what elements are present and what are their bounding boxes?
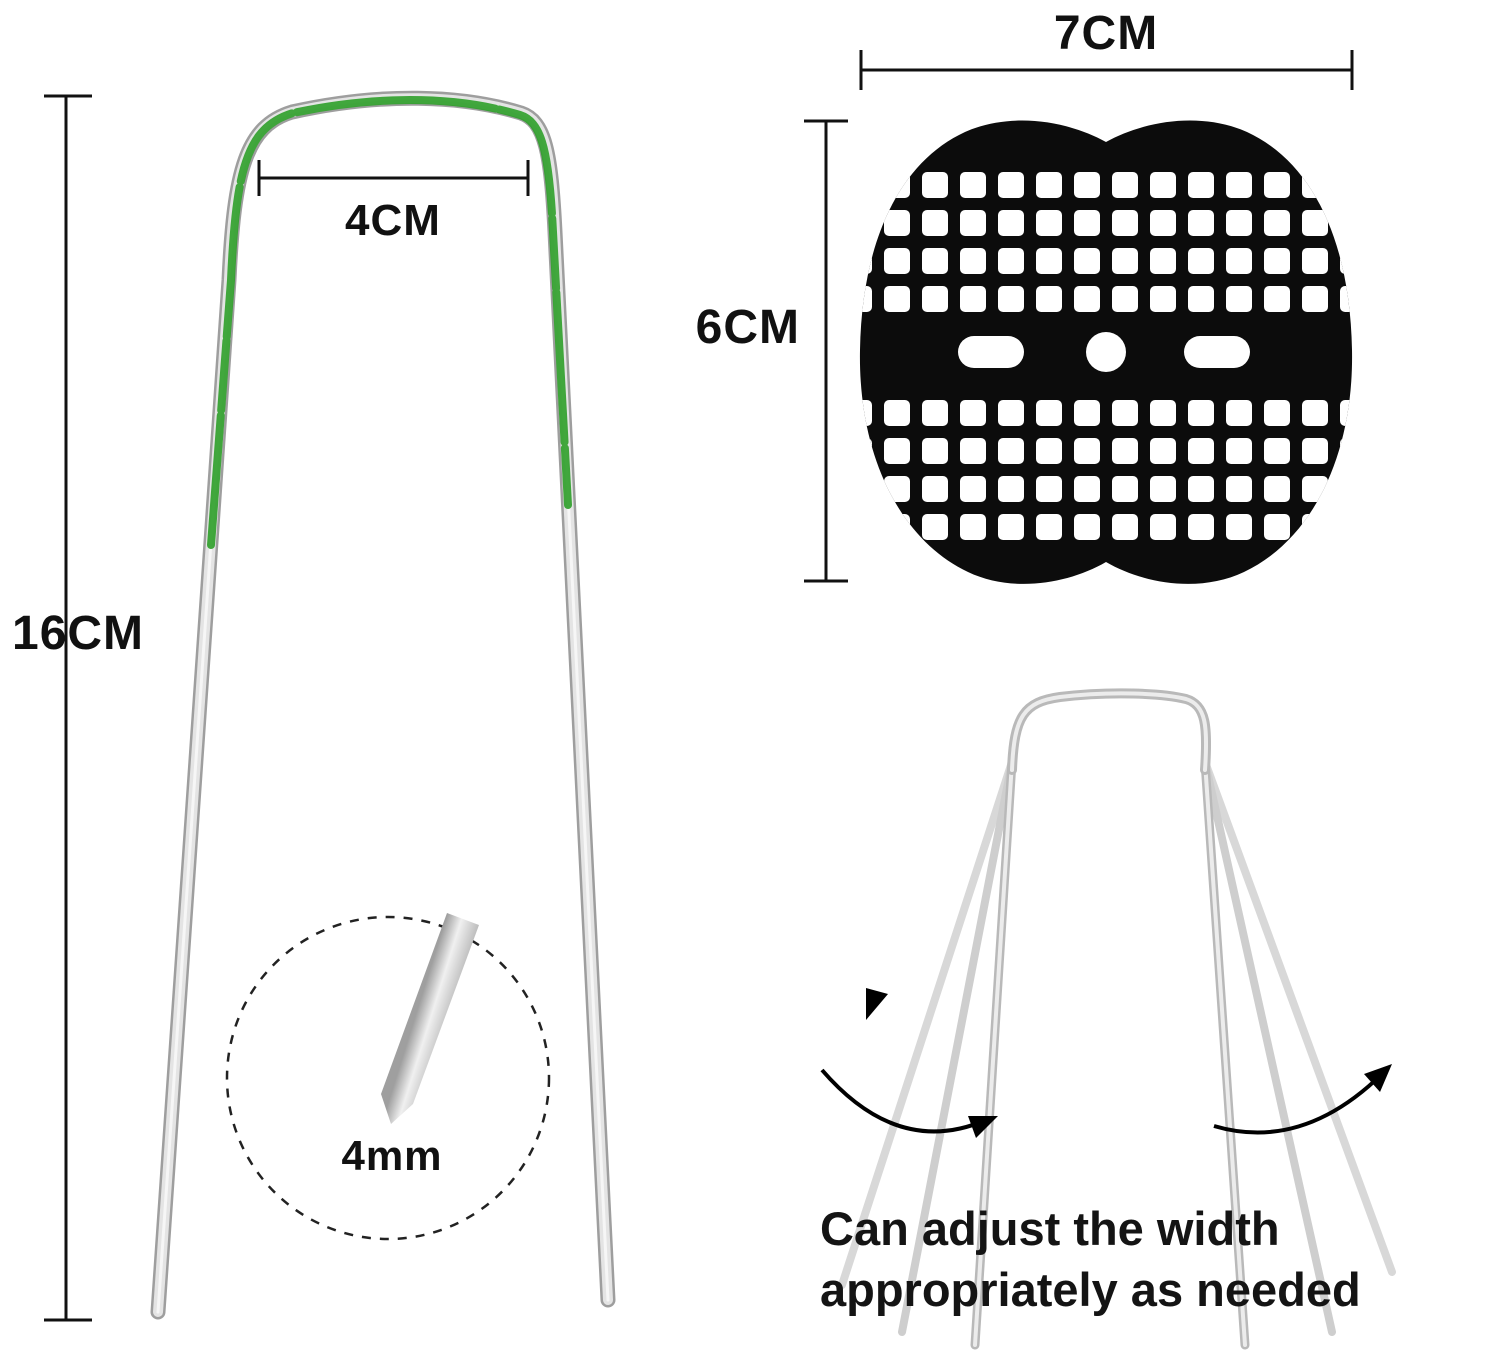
dimension-16cm bbox=[44, 94, 92, 1322]
adjust-arrows bbox=[820, 988, 1392, 1138]
arrow-arc-right bbox=[1213, 1072, 1384, 1135]
arrowhead-left-leg bbox=[866, 988, 888, 1020]
arrowhead-arc-right bbox=[1364, 1064, 1392, 1092]
arrow-arc-left bbox=[820, 1068, 987, 1134]
adjustable-staple bbox=[838, 688, 1396, 1350]
washer-disc bbox=[859, 120, 1353, 584]
adjust-caption-line1: Can adjust the width bbox=[820, 1202, 1280, 1255]
adjust-caption-line2: appropriately as needed bbox=[820, 1263, 1361, 1317]
washer-slot-left bbox=[958, 336, 1024, 368]
staple-top-width-label: 4CM bbox=[345, 196, 441, 245]
washer-width-label: 7CM bbox=[1053, 7, 1159, 60]
garden-staple-front bbox=[150, 90, 616, 1320]
dimension-4cm bbox=[257, 160, 530, 196]
staple-height-label: 16CM bbox=[12, 607, 145, 660]
wire-diameter-label: 4mm bbox=[341, 1132, 443, 1179]
dimension-6cm bbox=[804, 119, 848, 583]
washer-slot-right bbox=[1184, 336, 1250, 368]
washer-perforations-upper bbox=[859, 172, 1353, 312]
adjust-caption: Can adjust the width appropriately as ne… bbox=[820, 1198, 1361, 1320]
washer-perforations-lower bbox=[859, 400, 1353, 540]
dimension-7cm bbox=[859, 50, 1354, 90]
washer-center-hole bbox=[1086, 332, 1126, 372]
arrowhead-arc-left bbox=[968, 1116, 998, 1138]
washer-height-label: 6CM bbox=[695, 301, 800, 354]
wire-segment bbox=[381, 913, 479, 1124]
green-coating bbox=[207, 96, 572, 549]
wire-magnifier bbox=[225, 913, 551, 1241]
